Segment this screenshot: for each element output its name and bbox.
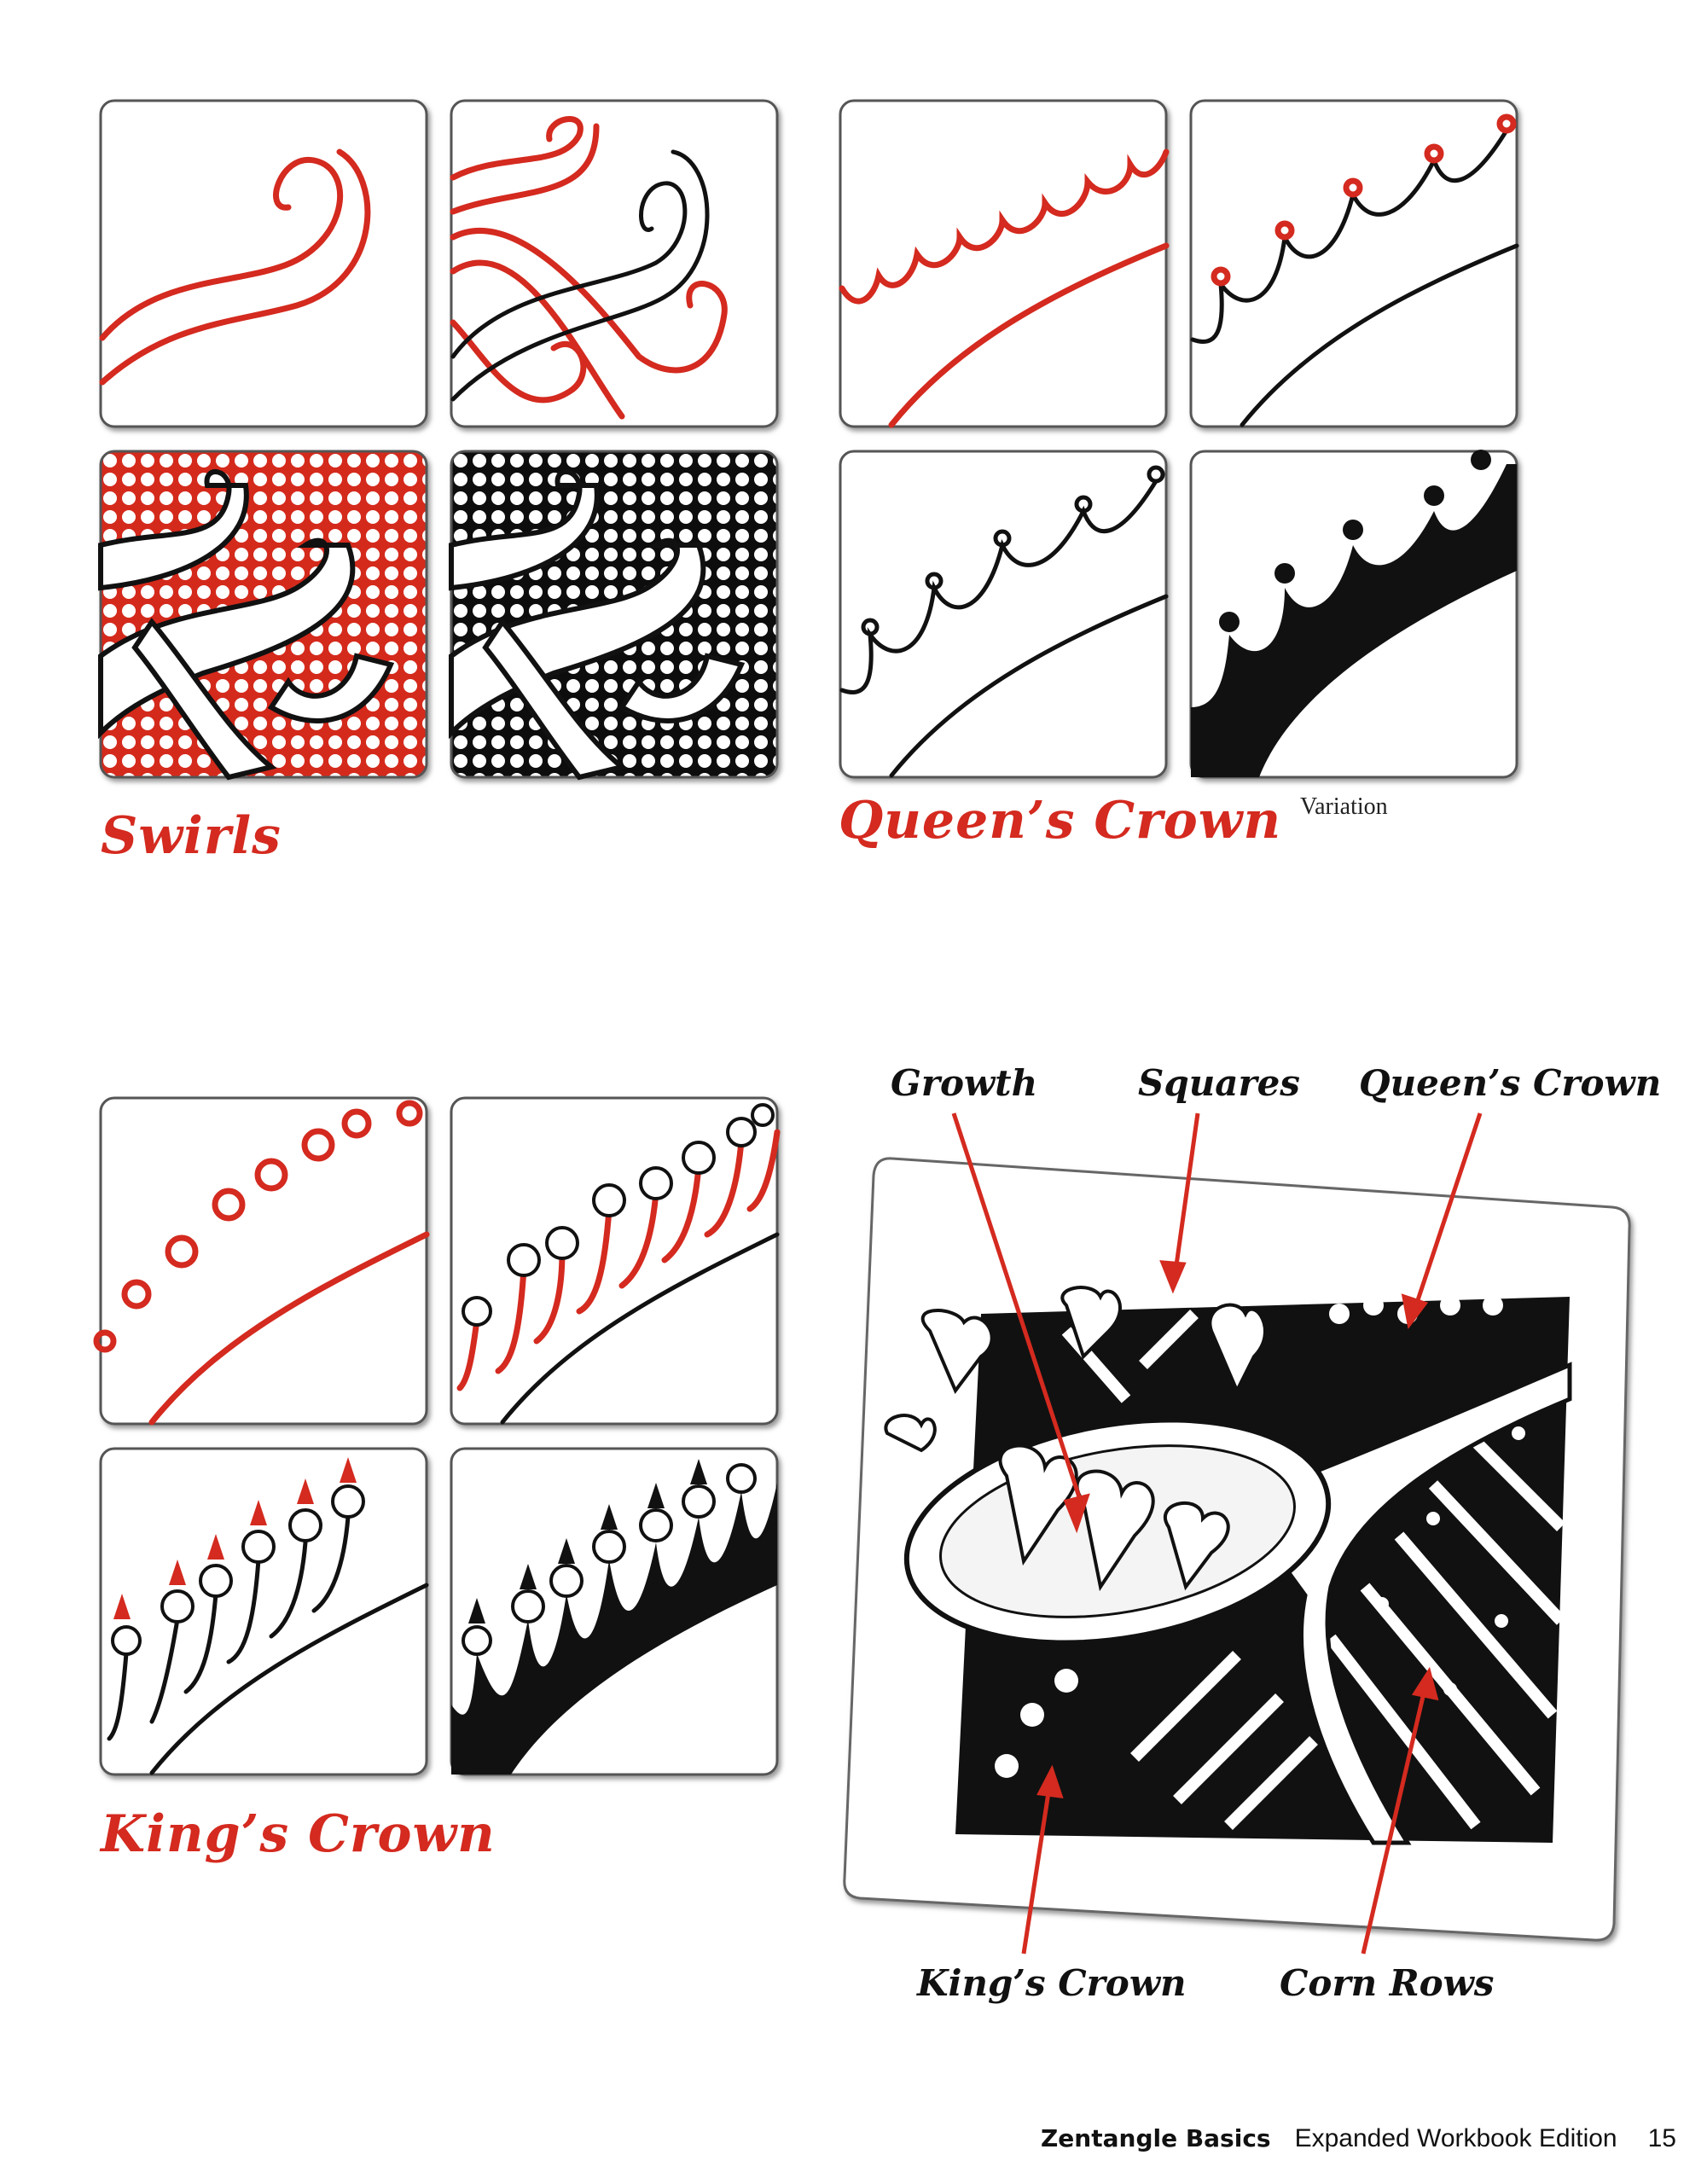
- page-footer: Zentangle Basics Expanded Workbook Editio…: [1041, 2124, 1676, 2153]
- queens-crown-step-1: [839, 99, 1170, 428]
- callout-kings-crown: King’s Crown: [917, 1962, 1187, 2004]
- swirls-title: Swirls: [101, 806, 282, 866]
- book-title: Zentangle Basics: [1041, 2124, 1271, 2152]
- swirls-step-2: [450, 99, 779, 428]
- kings-crown-step-3: [99, 1447, 429, 1776]
- page-number: 15: [1647, 2124, 1676, 2152]
- callout-corn-rows: Corn Rows: [1280, 1962, 1495, 2004]
- callout-squares: Squares: [1138, 1062, 1300, 1104]
- edition-label: Expanded Workbook Edition: [1294, 2124, 1617, 2152]
- example-tangle-tile: [843, 1112, 1631, 1955]
- queens-crown-variation: [1189, 450, 1518, 779]
- queens-crown-title: Queen’s Crown: [839, 791, 1282, 851]
- callout-arrows: [951, 1112, 1483, 1955]
- variation-label: Variation: [1300, 793, 1388, 820]
- kings-crown-title: King’s Crown: [101, 1804, 496, 1864]
- callout-queens-crown: Queen’s Crown: [1359, 1062, 1662, 1104]
- kings-crown-step-1: [93, 1096, 430, 1426]
- kings-crown-step-2: [450, 1096, 781, 1426]
- swirls-step-3: [98, 450, 428, 781]
- swirls-step-1: [99, 99, 428, 428]
- queens-crown-step-2: [1189, 99, 1519, 428]
- callout-growth: Growth: [891, 1062, 1038, 1104]
- kings-crown-step-4: [450, 1447, 779, 1776]
- swirls-step-4: [449, 450, 779, 781]
- queens-crown-step-3: [839, 450, 1169, 779]
